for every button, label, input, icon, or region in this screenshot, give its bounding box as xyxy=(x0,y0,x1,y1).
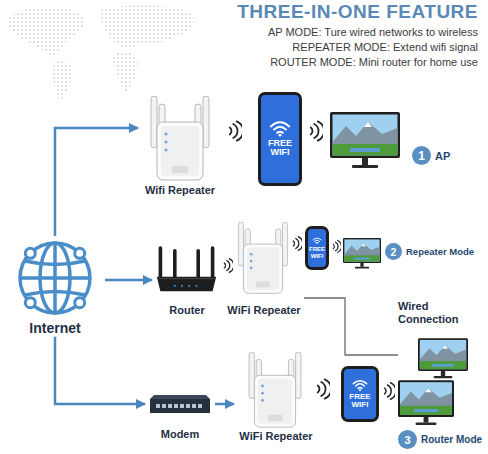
mode-description: ROUTER MODE: Mini router for home use xyxy=(270,56,478,68)
cable-line xyxy=(304,298,398,355)
repeater-picture xyxy=(249,352,301,427)
smartphone: FREE WIFI xyxy=(305,226,329,270)
wifi-waves xyxy=(311,121,324,140)
device-label: Modem xyxy=(161,428,200,440)
callout-number: 2 xyxy=(385,243,402,260)
callout-number: 3 xyxy=(398,430,417,449)
wifi-icon xyxy=(352,379,368,391)
wifi-waves xyxy=(333,241,341,253)
mode-badge: 1 AP xyxy=(412,146,450,165)
internet-globe: Internet xyxy=(5,236,105,337)
mode-label: AP xyxy=(435,150,450,162)
mode-label: Repeater Mode xyxy=(406,246,474,257)
globe-icon xyxy=(20,243,90,313)
screen-text: FREE WIFI xyxy=(262,139,298,158)
device-label: WiFi Repeater xyxy=(227,304,300,316)
connector-arrow xyxy=(55,128,138,236)
wifi-repeater: Wifi Repeater xyxy=(138,92,222,197)
monitor-picture xyxy=(398,380,454,425)
wired-tv: Wired Connection xyxy=(398,300,470,376)
callout-number: 1 xyxy=(412,146,431,165)
mode-badge: 3 Router Mode xyxy=(398,430,482,449)
wifi-repeater: WiFi Repeater xyxy=(224,222,304,317)
monitor-picture xyxy=(343,238,381,268)
connector-arrow xyxy=(215,403,234,406)
connector-arrow xyxy=(55,337,145,404)
tv-picture xyxy=(418,338,468,378)
monitor-picture xyxy=(330,112,400,168)
device-label: Internet xyxy=(29,320,80,336)
smartphone: FREE WIFI xyxy=(258,92,302,186)
screen-text: FREE WIFI xyxy=(345,393,375,410)
world-map xyxy=(8,5,194,102)
wifi-waves xyxy=(224,259,234,273)
screen-text: FREE WIFI xyxy=(309,246,325,259)
device-label: Wifi Repeater xyxy=(145,184,215,196)
mode-badge: 2 Repeater Mode xyxy=(385,243,474,260)
mode-description: AP MODE: Ture wired networks to wireless xyxy=(268,26,478,38)
smartphone: FREE WIFI xyxy=(341,366,379,422)
router-picture xyxy=(157,246,216,291)
mode-description: REPEATER MODE: Extend wifi signal xyxy=(292,41,478,53)
device-label: WiFi Repeater xyxy=(239,430,312,442)
connector-arrow xyxy=(105,279,152,282)
wifi-icon xyxy=(312,237,322,245)
wifi-waves xyxy=(385,383,396,400)
wifi-repeater: WiFi Repeater xyxy=(234,350,318,443)
modem-picture xyxy=(150,395,210,413)
device-label: Router xyxy=(169,304,204,316)
device-label: Wired Connection xyxy=(398,300,459,325)
wifi-icon xyxy=(269,120,291,137)
wifi-waves xyxy=(230,121,243,140)
title: THREE-IN-ONE FEATURE xyxy=(237,1,478,23)
mode-label: Router Mode xyxy=(421,434,482,445)
wifi-waves xyxy=(293,237,303,251)
repeater-picture xyxy=(238,222,287,293)
modem: Modem xyxy=(145,388,215,441)
repeater-picture xyxy=(151,96,209,180)
wifi-waves xyxy=(318,379,331,398)
router: Router xyxy=(152,246,222,317)
